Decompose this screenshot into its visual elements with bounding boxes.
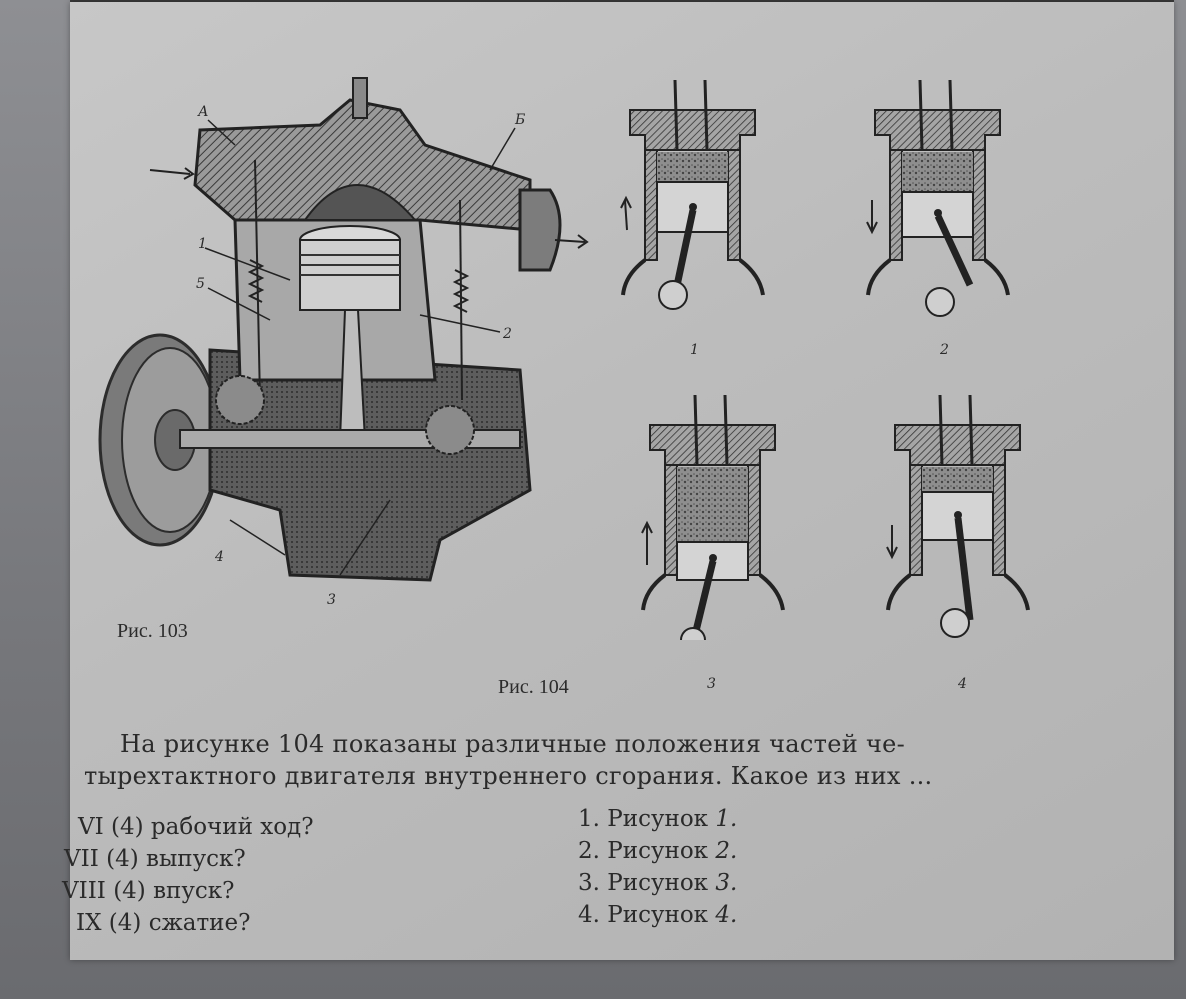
answer-value: 3. bbox=[715, 870, 738, 896]
answer-3: 3. Рисунок 3. bbox=[578, 870, 737, 896]
valve-springs bbox=[247, 159, 470, 401]
gear-right bbox=[425, 405, 475, 455]
answer-word: Рисунок bbox=[607, 806, 709, 832]
answer-2: 2. Рисунок 2. bbox=[578, 838, 737, 864]
question-ix: IX (4) сжатие? bbox=[76, 910, 250, 936]
fig104-panel-label-3: 3 bbox=[707, 676, 716, 692]
question-vii: VII (4) выпуск? bbox=[64, 846, 246, 872]
question-points: (4) bbox=[106, 846, 139, 872]
answer-word: Рисунок bbox=[607, 870, 709, 896]
stroke-panel-4 bbox=[886, 393, 1030, 638]
answer-1: 1. Рисунок 1. bbox=[578, 806, 737, 832]
question-points: (4) bbox=[113, 878, 146, 904]
intro-line-2: тырехтактного двигателя внутреннего сгор… bbox=[84, 762, 933, 790]
figure-104-strokes bbox=[620, 80, 1030, 640]
piston bbox=[299, 225, 401, 311]
answer-value: 4. bbox=[715, 902, 738, 928]
question-number: VI bbox=[78, 814, 104, 840]
question-text: сжатие? bbox=[148, 910, 251, 936]
answer-value: 1. bbox=[715, 806, 738, 832]
fig104-panel-label-1: 1 bbox=[690, 342, 699, 358]
answer-number: 3. bbox=[578, 870, 600, 896]
question-number: VIII bbox=[62, 878, 106, 904]
answer-number: 2. bbox=[578, 838, 600, 864]
stroke-panel-3 bbox=[641, 393, 785, 640]
answer-word: Рисунок bbox=[607, 902, 709, 928]
stroke-panel-1 bbox=[620, 80, 765, 310]
question-text: впуск? bbox=[153, 878, 235, 904]
fig103-caption: Рис. 103 bbox=[117, 620, 188, 642]
question-text: выпуск? bbox=[146, 846, 246, 872]
gear-left bbox=[215, 375, 265, 425]
question-points: (4) bbox=[111, 814, 144, 840]
fig103-label-b: Б bbox=[515, 112, 526, 128]
fig104-caption: Рис. 104 bbox=[498, 676, 569, 698]
question-points: (4) bbox=[108, 910, 142, 936]
fig103-label-3: 3 bbox=[327, 592, 336, 608]
fig104-panel-label-4: 4 bbox=[958, 676, 967, 692]
cylinder-head bbox=[193, 98, 532, 232]
question-intro: На рисунке 104 показаны различные положе… bbox=[84, 728, 1044, 792]
answer-number: 4. bbox=[578, 902, 600, 928]
fig103-label-1: 1 bbox=[198, 236, 207, 252]
fig103-label-a: А bbox=[198, 104, 209, 120]
stroke-panel-2 bbox=[866, 80, 1010, 317]
answer-4: 4. Рисунок 4. bbox=[578, 902, 737, 928]
intro-line-1: На рисунке 104 показаны различные положе… bbox=[120, 730, 906, 758]
question-viii: VIII (4) впуск? bbox=[62, 878, 235, 904]
exhaust-pipe bbox=[518, 188, 562, 272]
question-number: VII bbox=[64, 846, 99, 872]
answer-value: 2. bbox=[715, 838, 738, 864]
fig103-label-4: 4 bbox=[215, 549, 224, 565]
fig103-label-2: 2 bbox=[503, 326, 512, 342]
answer-word: Рисунок bbox=[607, 838, 709, 864]
flywheel bbox=[98, 333, 222, 547]
fig104-panel-label-2: 2 bbox=[940, 342, 949, 358]
question-vi: VI (4) рабочий ход? bbox=[78, 814, 314, 840]
question-number: IX bbox=[76, 910, 102, 936]
question-text: рабочий ход? bbox=[150, 814, 314, 840]
figure-103-engine-cutaway bbox=[98, 77, 589, 582]
answer-number: 1. bbox=[578, 806, 600, 832]
fig103-label-5: 5 bbox=[196, 276, 205, 292]
